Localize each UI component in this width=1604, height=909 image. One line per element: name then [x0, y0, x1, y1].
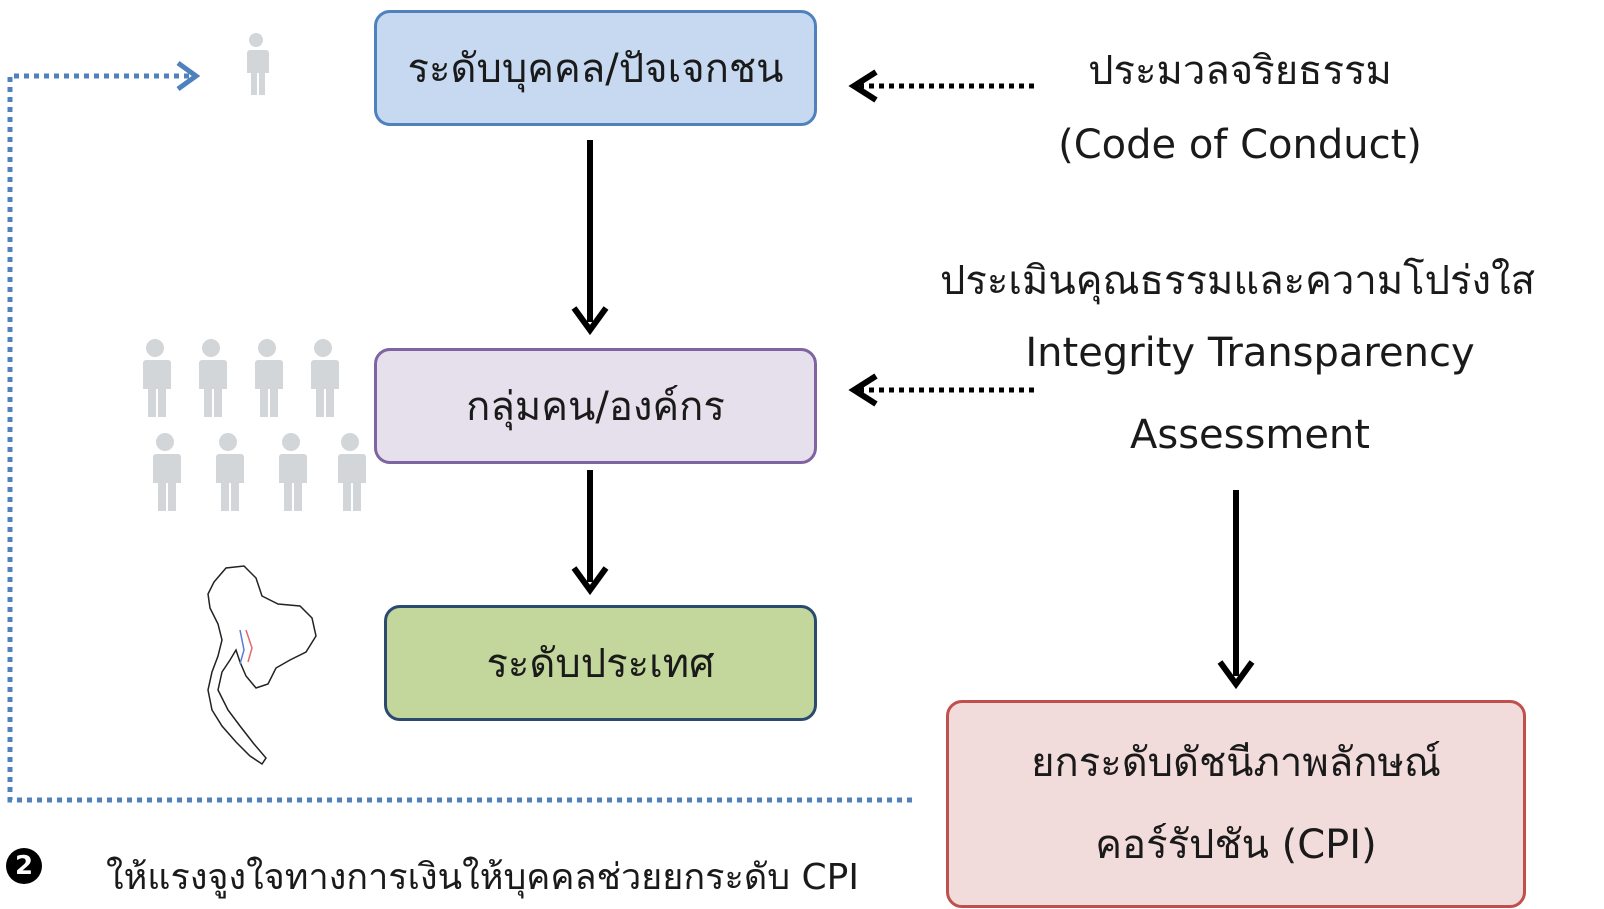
person-icon	[146, 339, 164, 357]
person-icon	[341, 433, 359, 451]
individual-level-box: ระดับบุคคล/ปัจเจกชน	[374, 10, 817, 126]
people-group-icon	[142, 339, 366, 511]
thailand-map-icon	[207, 565, 317, 766]
person-body-icon	[198, 360, 227, 417]
person-icon	[246, 33, 269, 95]
ita-thai: ประเมินคุณธรรมและความโปร่งใส	[940, 258, 1536, 304]
dotted-arrow-code-to-individual	[848, 69, 1034, 103]
country-level-box: ระดับประเทศ	[384, 605, 817, 721]
dotted-arrow-ita-to-group	[848, 373, 1034, 407]
person-icon	[258, 339, 276, 357]
person-body-icon	[152, 454, 181, 511]
person-icon	[202, 339, 220, 357]
group-level-box: กลุ่มคน/องค์กร	[374, 348, 817, 464]
code-of-conduct-english: (Code of Conduct)	[1058, 122, 1422, 168]
cpi-line1: ยกระดับดัชนีภาพลักษณ์	[1031, 740, 1441, 786]
note-text: ให้แรงจูงใจทางการเงินให้บุคคลช่วยยกระดับ…	[106, 857, 859, 898]
person-body-icon	[254, 360, 283, 417]
note-number-badge: 2	[6, 848, 42, 884]
person-icon	[314, 339, 332, 357]
person-icon	[219, 433, 237, 451]
group-level-label: กลุ่มคน/องค์กร	[466, 384, 725, 430]
cpi-line2: คอร์รัปชัน (CPI)	[1095, 822, 1377, 868]
code-of-conduct-thai: ประมวลจริยธรรม	[1088, 48, 1392, 94]
person-body-icon	[278, 454, 307, 511]
person-body-icon	[215, 454, 244, 511]
cpi-box: ยกระดับดัชนีภาพลักษณ์ คอร์รัปชัน (CPI)	[946, 700, 1526, 908]
person-body-icon	[142, 360, 171, 417]
feedback-loop-line	[7, 60, 912, 803]
arrow-individual-to-group	[571, 140, 609, 336]
person-icon	[282, 433, 300, 451]
country-level-label: ระดับประเทศ	[486, 641, 715, 687]
arrow-group-to-country	[571, 470, 609, 596]
person-body-icon	[310, 360, 339, 417]
arrow-ita-to-cpi	[1217, 490, 1255, 690]
individual-level-label: ระดับบุคคล/ปัจเจกชน	[407, 46, 784, 92]
ita-english-line2: Assessment	[1130, 412, 1370, 458]
person-body-icon	[337, 454, 366, 511]
ita-english-line1: Integrity Transparency	[1025, 330, 1475, 376]
person-icon	[156, 433, 174, 451]
